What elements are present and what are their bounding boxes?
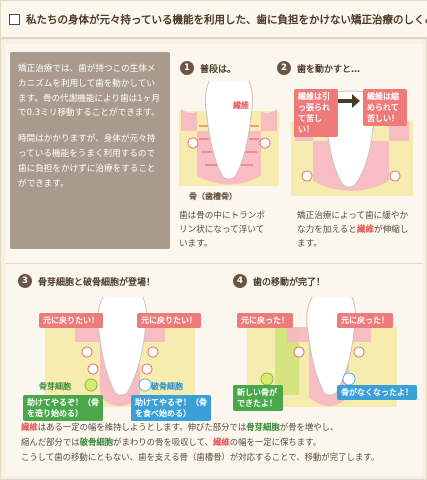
step2-caption-pre: 矯正治療によって歯に緩やかな力を加えると	[297, 211, 409, 235]
step2-tag-left: 繊維は引っ張られて苦しい！	[294, 89, 338, 137]
step3-help-blue: 助けてやるぞ！（骨を食べ始める）	[131, 395, 211, 421]
step1-bone-label: 骨（歯槽骨）	[189, 192, 237, 201]
step2-caption-post: が伸縮します。	[297, 225, 409, 249]
intro-paragraph-2: 時間はかかりますが、身体が元々持っている機能をうまく利用するので歯に負担をかけず…	[18, 134, 156, 189]
osteoclast-label: 破骨細胞	[151, 382, 183, 391]
arrow-right-icon	[338, 94, 360, 108]
step4-tag-blue: 骨がなくなったよ！	[337, 385, 417, 400]
step1-title: 1 普段は。	[180, 61, 236, 75]
step4-tag-green: 新しい骨ができたよ！	[233, 385, 283, 411]
step4-osteoblast-face-icon	[260, 372, 274, 386]
step3-tooth-diagram	[45, 297, 195, 407]
intro-paragraph-1: 矯正治療では、歯が持つこの生体メカニズムを利用して歯を動かしています。骨の代謝機…	[18, 64, 160, 119]
step2-face-right	[389, 170, 401, 182]
bottom-l1-em: 繊維	[21, 422, 38, 432]
step4-tag-left: 元に戻った！	[237, 313, 293, 328]
step3-face-pink-2	[87, 363, 99, 375]
step1-tooth	[204, 81, 254, 180]
step3-number: 3	[18, 274, 32, 288]
bottom-l2-pre: 縮んだ部分では	[21, 437, 80, 447]
step1-caption: 歯は骨の中にトランポリン状になって浮いています。	[179, 211, 265, 249]
step4-tag-right: 元に戻った！	[337, 313, 393, 328]
step2-number: 2	[277, 61, 291, 75]
step3-help-green: 助けてやるぞ！（骨を造り始める）	[23, 395, 103, 421]
header: 私たちの身体が元々持っている機能を利用した、歯に負担をかけない矯正治療のしくみ。	[1, 1, 427, 39]
step3-title-text: 骨芽細胞と破骨細胞が登場！	[38, 277, 156, 288]
checkbox-icon	[9, 13, 20, 25]
bottom-line-3: こうして歯の移動にともない、歯を支える骨（歯槽骨）が対応することで、移動が完了し…	[21, 452, 380, 462]
step1-face-left	[187, 137, 199, 149]
horizontal-divider	[6, 263, 423, 264]
osteoblast-face-icon	[84, 378, 98, 392]
step2-tag-right: 繊維は縮められて苦しい！	[363, 89, 407, 126]
intro-box: 矯正治療では、歯が持つこの生体メカニズムを利用して歯を動かしています。骨の代謝機…	[10, 52, 170, 249]
bottom-l1-post2: が骨を増やし、	[279, 422, 339, 432]
step4-title: 4 歯の移動が完了！	[233, 274, 325, 288]
step3-tag-left: 元に戻りたい！	[39, 313, 103, 328]
step1-number: 1	[180, 61, 194, 75]
bottom-l1-em2: 骨芽細胞	[246, 422, 280, 432]
step3-tooth	[97, 297, 148, 396]
step4-osteoclast-face-icon	[342, 372, 356, 386]
step2-title-text: 歯を動かすと…	[297, 64, 361, 75]
bottom-line-1: 繊維はある一定の幅を維持しようとします。伸びた部分では骨芽細胞が骨を増やし、	[21, 420, 421, 435]
step4-face-pink-2	[353, 346, 365, 358]
step2-tooth-diagram	[291, 90, 413, 196]
step3-tag-right: 元に戻りたい！	[137, 313, 201, 328]
step2-caption: 矯正治療によって歯に緩やかな力を加えると繊維が伸縮します。	[297, 209, 415, 251]
bottom-line-2: 縮んだ部分では破骨細胞がまわりの骨を吸収して、繊維の幅を一定に保ちます。	[21, 435, 421, 450]
step1-title-text: 普段は。	[200, 64, 237, 75]
step3-title: 3 骨芽細胞と破骨細胞が登場！	[18, 274, 155, 288]
step2-title: 2 歯を動かすと…	[277, 61, 360, 75]
bottom-explanation: 繊維はある一定の幅を維持しようとします。伸びた部分では骨芽細胞が骨を増やし、 縮…	[21, 420, 421, 465]
step3-face-pink-1	[81, 346, 93, 358]
osteoblast-label: 骨芽細胞	[39, 382, 71, 391]
step3-face-pink-4	[141, 363, 153, 375]
step4-number: 4	[233, 274, 247, 288]
page-title: 私たちの身体が元々持っている機能を利用した、歯に負担をかけない矯正治療のしくみ。	[26, 13, 427, 26]
step1-face-right	[259, 137, 271, 149]
step2-caption-em: 繊維	[356, 225, 375, 235]
step4-new-bone	[275, 327, 299, 395]
bottom-l2-em: 破骨細胞	[79, 437, 114, 447]
step1-tooth-diagram	[179, 81, 279, 186]
step3-face-pink-3	[147, 346, 159, 358]
step4-title-text: 歯の移動が完了！	[253, 277, 326, 288]
bottom-l1-post: はある一定の幅を維持しようとします。伸びた部分では	[37, 422, 247, 432]
bottom-l2-post: の幅を一定に保ちます。	[229, 437, 321, 447]
bottom-l2-mid: がまわりの骨を吸収して、	[113, 437, 213, 447]
step4-face-pink-1	[293, 346, 305, 358]
step1-fiber-label: 繊維	[233, 101, 249, 110]
bottom-l2-em2: 繊維	[212, 437, 230, 447]
osteoclast-face-icon	[138, 378, 152, 392]
step2-face-left	[301, 170, 313, 182]
